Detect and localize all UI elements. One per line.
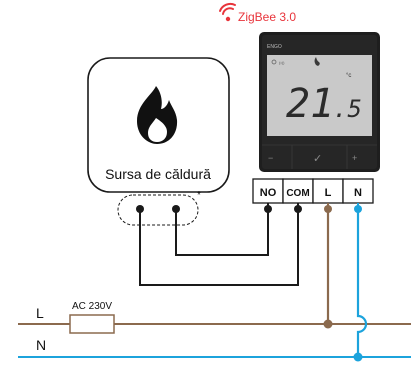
flame-icon	[137, 86, 178, 144]
flame-icon	[314, 57, 320, 66]
junction-dot	[264, 205, 272, 213]
terminal-no-label: NO	[260, 187, 277, 199]
junction-dot	[324, 205, 332, 213]
junction-dot	[294, 205, 302, 213]
terminal-l-label: L	[325, 187, 332, 199]
clock-icon	[271, 59, 277, 65]
signal-wire-com	[139, 209, 299, 286]
junction-dot	[323, 319, 333, 329]
terminal-n	[342, 178, 374, 204]
terminal-l	[312, 178, 344, 204]
lcd-screen	[267, 55, 372, 136]
minus-button: −	[268, 153, 273, 163]
fuse-symbol	[69, 314, 115, 334]
terminal-block: NO COM L N	[252, 178, 374, 209]
wifi-signal-icon	[219, 2, 236, 22]
asterisk-mark: *	[197, 190, 201, 201]
brand-label: ENGO	[267, 44, 282, 50]
heat-source-box: Sursa de căldură *	[87, 57, 230, 201]
junction-dot	[172, 205, 180, 213]
live-label: L	[36, 305, 44, 321]
heat-source-terminals	[117, 194, 199, 226]
temperature-decimal: .5	[333, 95, 362, 123]
terminal-n-label: N	[354, 187, 362, 199]
zigbee-label: ZigBee 3.0	[238, 10, 296, 24]
neutral-wire-drop	[356, 209, 368, 357]
signal-wire-no	[175, 209, 269, 256]
junction-dot	[354, 205, 362, 213]
junction-dot	[353, 352, 363, 362]
fuse-label: AC 230V	[72, 301, 112, 312]
plus-button: +	[352, 153, 357, 163]
confirm-button: ✓	[313, 153, 322, 165]
thermostat-device: ENGO (•)) °c 21 .5 − ✓ +	[259, 32, 380, 172]
neutral-label: N	[36, 337, 46, 353]
terminal-no	[252, 178, 284, 204]
terminal-com-label: COM	[286, 188, 309, 199]
unit-label: °c	[346, 73, 351, 79]
heat-source-label: Sursa de căldură	[105, 166, 211, 182]
temperature-reading: 21	[286, 81, 334, 127]
svg-text:(•)): (•))	[279, 60, 285, 65]
junction-dot	[136, 205, 144, 213]
